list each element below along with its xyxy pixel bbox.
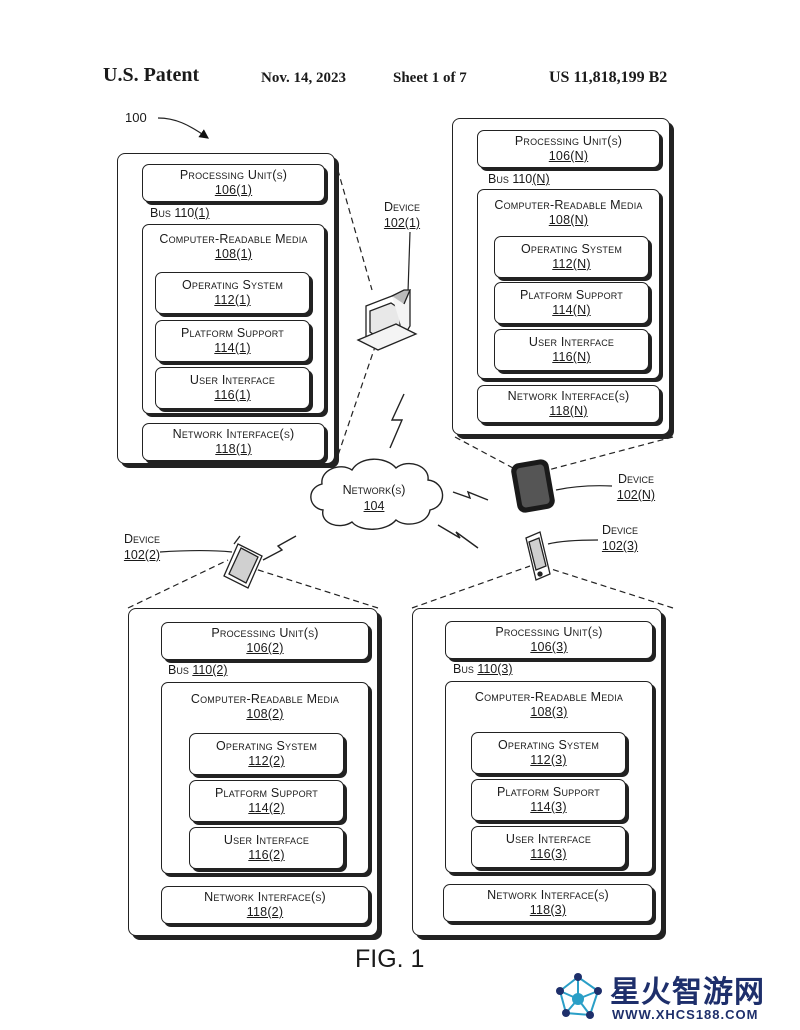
sheet-number: Sheet 1 of 7: [393, 70, 467, 86]
reference-100: 100: [125, 110, 147, 125]
lightning-bolt-icon: [452, 490, 489, 501]
lightning-bolt-icon: [437, 524, 479, 549]
patent-number: US 11,818,199 B2: [549, 69, 668, 86]
watermark-logo-icon: [556, 973, 602, 1019]
mobile-phone-icon: [525, 531, 551, 581]
network-interface-box-n: Network Interface(s)118(N): [477, 385, 660, 423]
desktop-computer-icon: [356, 289, 418, 351]
bus-label-n: Bus 110(N): [488, 172, 550, 186]
network-label: Network(s) 104: [342, 483, 406, 513]
processing-unit-box-1: Processing Unit(s)106(1): [142, 164, 325, 202]
network-interface-box-2: Network Interface(s)118(2): [161, 886, 369, 924]
lightning-bolt-icon: [262, 535, 297, 561]
cloud-icon: [310, 458, 444, 530]
watermark-url: WWW.XHCS188.COM: [612, 1007, 759, 1022]
bus-label-3: Bus 110(3): [453, 662, 513, 676]
processing-unit-box-n: Processing Unit(s)106(N): [477, 130, 660, 168]
bus-label-1: Bus 110(1): [150, 206, 210, 220]
watermark: 星火智游网 WWW.XHCS188.COM: [548, 965, 798, 1027]
lightning-bolt-icon: [389, 393, 405, 449]
network-interface-box-1: Network Interface(s)118(1): [142, 423, 325, 461]
patent-label: U.S. Patent: [103, 64, 200, 86]
bus-label-2: Bus 110(2): [168, 663, 228, 677]
patent-date: Nov. 14, 2023: [261, 70, 347, 86]
reference-100-arrow: [157, 117, 209, 139]
tablet-icon: [511, 459, 555, 513]
network-interface-box-3: Network Interface(s)118(3): [443, 884, 653, 922]
watermark-title: 星火智游网: [610, 976, 765, 1009]
projection-lines: [127, 159, 674, 609]
processing-unit-box-3: Processing Unit(s)106(3): [445, 621, 653, 659]
processing-unit-box-2: Processing Unit(s)106(2): [161, 622, 369, 660]
handheld-tablet-icon: [223, 535, 263, 589]
figure-label: FIG. 1: [355, 945, 425, 973]
